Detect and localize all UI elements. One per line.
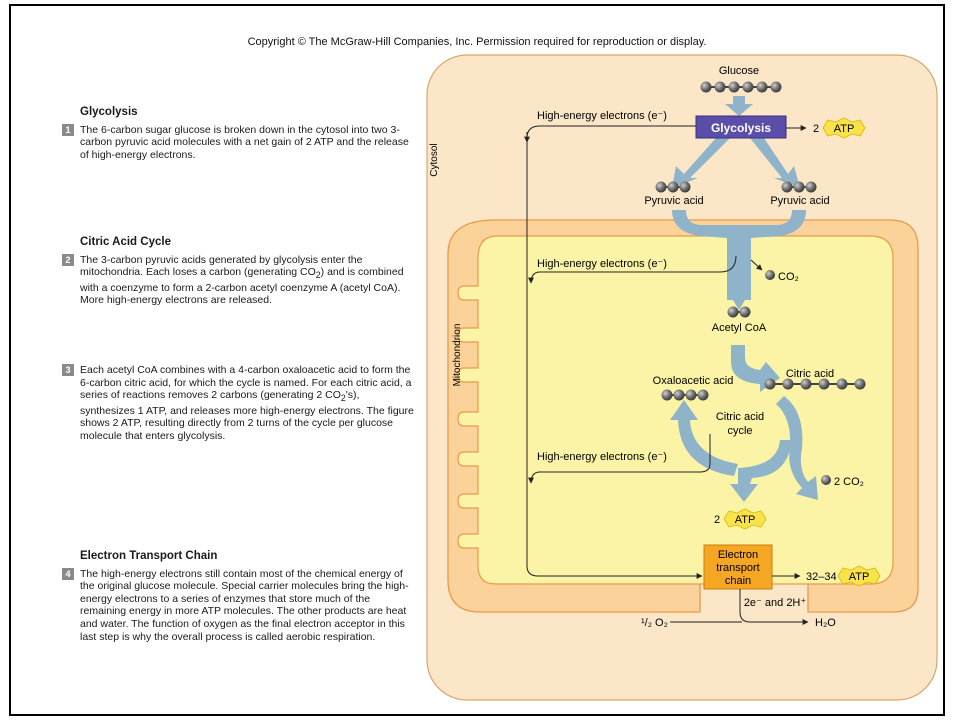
etc-section: Electron Transport Chain 4 The high-ener… — [62, 550, 417, 643]
atp-badge-etc: ATP — [837, 565, 881, 587]
electrons-label-cycle: High-energy electrons (e⁻) — [537, 451, 667, 463]
glycolysis-box — [695, 115, 787, 139]
etc-label-line3: chain — [725, 575, 751, 587]
oxygen-label: ¹/₂ O₂ — [641, 617, 668, 629]
electrons-protons-label: 2e⁻ and 2H⁺ — [744, 597, 807, 609]
etc-box — [703, 544, 773, 590]
electrons-label-citric: High-energy electrons (e⁻) — [537, 258, 667, 270]
right-split-arrow — [750, 138, 800, 188]
oxaloacetic-molecule — [661, 389, 709, 401]
atp-count: 2 — [813, 123, 819, 135]
water-label: H₂O — [815, 617, 836, 629]
cycle-label-line2: cycle — [727, 425, 752, 437]
pyruvic-molecule-left — [655, 181, 691, 193]
citric-section: Citric Acid Cycle 2 The 3-carbon pyruvic… — [62, 236, 417, 307]
cycle-label-line1: Citric acid — [716, 411, 764, 423]
etc-label-line2: transport — [716, 562, 759, 574]
co2-label: CO₂ — [778, 271, 799, 283]
step-number: 1 — [62, 123, 74, 136]
step-text: Each acetyl CoA combines with a 4-carbon… — [80, 364, 414, 443]
etc-heading: Electron Transport Chain — [80, 550, 218, 562]
co2-molecule-cycle — [821, 475, 831, 485]
step-number: 4 — [62, 567, 74, 580]
glucose-molecule — [700, 81, 782, 93]
pyruvic-label-left: Pyruvic acid — [644, 195, 703, 207]
mitochondrion-label: Mitochondrion — [452, 324, 463, 387]
step-number: 3 — [62, 364, 74, 376]
citric-heading: Citric Acid Cycle — [80, 236, 171, 248]
atp-label: ATP — [834, 123, 855, 135]
atp-label-cycle: ATP — [735, 514, 756, 526]
merge-arrow — [672, 210, 806, 310]
oxaloacetic-label: Oxaloacetic acid — [653, 375, 734, 387]
glycolysis-box-label: Glycolysis — [711, 121, 771, 135]
glucose-arrow — [725, 96, 753, 116]
glucose-label: Glucose — [719, 65, 759, 77]
atp-label-etc: ATP — [849, 571, 870, 583]
two-co2-label: 2 CO₂ — [834, 476, 864, 488]
atp-count-cycle: 2 — [714, 514, 720, 526]
electron-pathway — [526, 125, 737, 579]
atp-arrow — [730, 440, 792, 502]
step-text: The high-energy electrons still contain … — [80, 567, 409, 643]
step-3: 3 Each acetyl CoA combines with a 4-carb… — [62, 364, 417, 443]
electrons-label-glycolysis: High-energy electrons (e⁻) — [537, 110, 667, 122]
citric-label: Citric acid — [786, 368, 834, 380]
pyruvic-label-right: Pyruvic acid — [770, 195, 829, 207]
mitochondrion-inner — [457, 235, 894, 585]
co2-arrow — [750, 259, 763, 271]
glycolysis-heading: Glycolysis — [80, 106, 138, 118]
copyright-notice: Copyright © The McGraw-Hill Companies, I… — [247, 36, 707, 48]
cycle-return-arrow — [670, 400, 738, 476]
acetyl-section: 3 Each acetyl CoA combines with a 4-carb… — [62, 364, 417, 443]
glycolysis-section: Glycolysis 1 The 6-carbon sugar glucose … — [62, 106, 417, 161]
left-split-arrow — [672, 138, 730, 188]
co2-release-arrow — [776, 396, 818, 500]
cytosol-label: Cytosol — [429, 143, 440, 176]
etc-label-line1: Electron — [718, 549, 758, 561]
citric-molecule — [764, 378, 866, 390]
step-4: 4 The high-energy electrons still contai… — [62, 567, 417, 644]
pyruvic-molecule-right — [781, 181, 817, 193]
atp-yield: 32–34 — [806, 571, 837, 583]
step-text: The 3-carbon pyruvic acids generated by … — [80, 253, 404, 307]
step-2: 2 The 3-carbon pyruvic acids generated b… — [62, 253, 417, 307]
step-text: The 6-carbon sugar glucose is broken dow… — [80, 123, 409, 161]
co2-molecule — [765, 270, 775, 280]
atp-badge-cycle: ATP — [723, 508, 767, 530]
acetyl-label: Acetyl CoA — [712, 322, 767, 334]
step-number: 2 — [62, 253, 74, 266]
etc-water-path — [739, 589, 809, 625]
flow-arrows — [670, 96, 818, 502]
atp-badge: ATP — [822, 117, 866, 139]
step-1: 1 The 6-carbon sugar glucose is broken d… — [62, 123, 417, 162]
acetyl-molecule — [727, 306, 751, 318]
